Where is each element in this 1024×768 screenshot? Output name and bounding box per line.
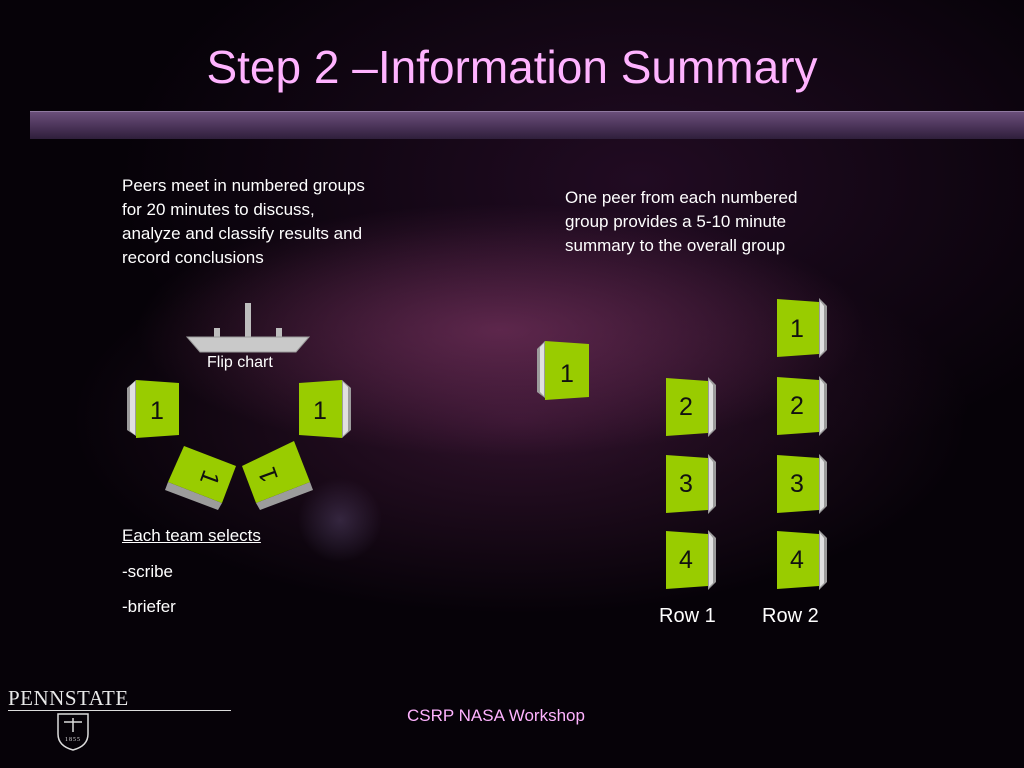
seat-number: 1 [150,397,164,425]
seat-row1-3: 3 [666,454,716,514]
team-heading: Each team selects [122,526,261,545]
seat-number: 1 [790,315,804,343]
seat-row2-1: 1 [777,298,827,358]
row-2-label: Row 2 [762,605,819,627]
seat-number: 2 [790,392,804,420]
right-description: One peer from each numbered group provid… [565,188,798,255]
left-description: Peers meet in numbered groups for 20 min… [122,176,365,267]
logo-year: 1855 [65,737,81,743]
seat-row2-4: 4 [777,530,827,590]
seat-left-group-2: 1 [299,380,351,438]
pennstate-logo-name: PENNSTATE [8,686,129,710]
seat-number: 3 [790,470,804,498]
seat-row1-4: 4 [666,530,716,590]
seat-number: 4 [679,546,693,574]
seat-left-group-4: 1 [242,441,313,510]
flip-chart-label: Flip chart [207,354,273,371]
seat-presenter: 1 [537,341,589,400]
seat-number: 1 [560,360,574,388]
flip-chart-icon [185,303,311,353]
row-1-label: Row 1 [659,605,716,627]
team-role-briefer: -briefer [122,597,176,616]
slide-title: Step 2 –Information Summary [206,41,818,93]
footer-text: CSRP NASA Workshop [407,706,585,725]
seat-number: 3 [679,470,693,498]
seat-row2-3: 3 [777,454,827,514]
logo-divider [8,710,231,711]
seat-left-group-1: 1 [127,380,179,438]
pennstate-shield-icon: 1855 [57,713,89,751]
title-bar [30,111,1024,139]
team-role-scribe: -scribe [122,562,174,581]
seat-left-group-3: 1 [165,446,236,510]
seat-row2-2: 2 [777,376,827,436]
seat-number: 1 [313,397,327,425]
seat-row1-2: 2 [666,377,716,437]
seat-number: 2 [679,393,693,421]
seat-number: 4 [790,546,804,574]
